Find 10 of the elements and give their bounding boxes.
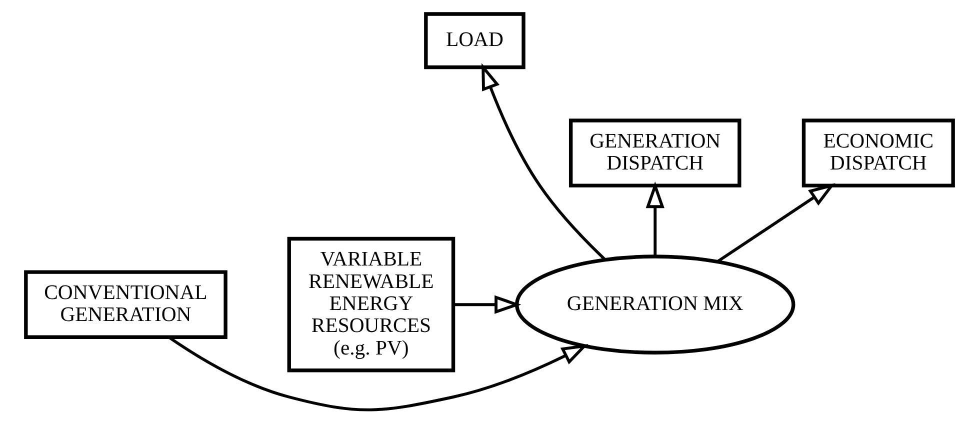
node-box: CONVENTIONAL GENERATION bbox=[24, 270, 228, 339]
node-ellipse: GENERATION MIX bbox=[515, 254, 796, 354]
node-box: GENERATION DISPATCH bbox=[568, 118, 742, 188]
arrow bbox=[646, 181, 664, 256]
arrow bbox=[482, 63, 606, 261]
arrow bbox=[717, 183, 836, 263]
node-box: VARIABLE RENEWABLE ENERGY RESOURCES (e.g. PV) bbox=[287, 236, 456, 372]
node-box: LOAD bbox=[424, 12, 526, 70]
arrow bbox=[453, 295, 522, 314]
node-box: ECONOMIC DISPATCH bbox=[802, 118, 955, 188]
